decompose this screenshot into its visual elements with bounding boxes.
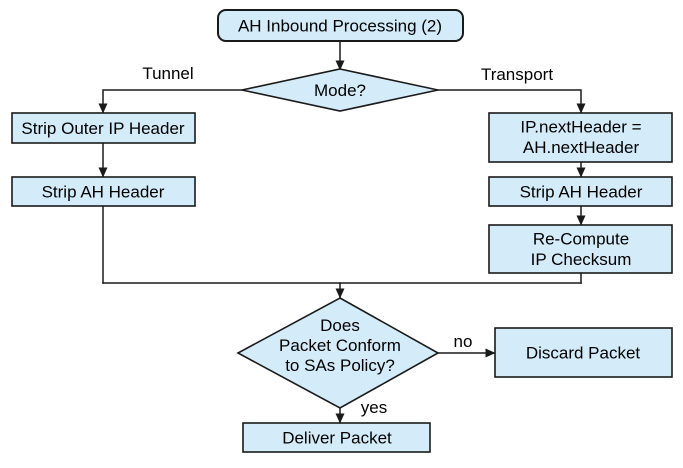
node-mode-decision: Mode? bbox=[241, 68, 439, 112]
recompute-checksum-box bbox=[488, 224, 673, 274]
policy-line3: to SAs Policy? bbox=[285, 356, 395, 375]
node-deliver-packet: Deliver Packet bbox=[242, 422, 431, 453]
strip-outer-ip-box bbox=[11, 112, 196, 144]
strip-ah-right-label: Strip AH Header bbox=[520, 183, 643, 202]
start-label: AH Inbound Processing (2) bbox=[238, 17, 442, 36]
node-discard-packet: Discard Packet bbox=[494, 327, 673, 378]
policy-diamond bbox=[236, 297, 440, 409]
yes-label: yes bbox=[361, 398, 387, 417]
no-label: no bbox=[454, 332, 473, 351]
deliver-packet-box bbox=[242, 422, 431, 453]
strip-ah-left-label: Strip AH Header bbox=[42, 183, 165, 202]
edge-labels: Tunnel Transport no yes bbox=[142, 64, 553, 417]
strip-outer-ip-label: Strip Outer IP Header bbox=[21, 119, 184, 138]
recompute-line1: Re-Compute bbox=[533, 230, 629, 249]
ip-next-header-line2: AH.nextHeader bbox=[523, 138, 640, 157]
recompute-line2: IP Checksum bbox=[531, 250, 632, 269]
tunnel-label: Tunnel bbox=[142, 64, 193, 83]
discard-packet-box bbox=[494, 327, 673, 378]
edges bbox=[98, 40, 586, 424]
discard-packet-label: Discard Packet bbox=[526, 344, 641, 363]
edge-mode-transport bbox=[437, 89, 586, 114]
node-policy-decision: Does Packet Conform to SAs Policy? bbox=[236, 297, 440, 409]
edge-mode-tunnel bbox=[98, 89, 243, 114]
ip-next-header-line1: IP.nextHeader = bbox=[520, 118, 641, 137]
mode-label: Mode? bbox=[314, 81, 366, 100]
node-recompute-checksum: Re-Compute IP Checksum bbox=[488, 224, 673, 274]
node-strip-ah-left: Strip AH Header bbox=[11, 176, 196, 207]
strip-ah-right-box bbox=[488, 176, 673, 207]
policy-line2: Packet Conform bbox=[279, 336, 401, 355]
node-ip-next-header: IP.nextHeader = AH.nextHeader bbox=[488, 112, 673, 163]
policy-line1: Does bbox=[320, 316, 360, 335]
node-strip-outer-ip: Strip Outer IP Header bbox=[11, 112, 196, 144]
node-strip-ah-right: Strip AH Header bbox=[488, 176, 673, 207]
strip-ah-left-box bbox=[11, 176, 196, 207]
start-box bbox=[217, 9, 464, 42]
mode-diamond bbox=[241, 68, 439, 112]
ip-next-header-box bbox=[488, 112, 673, 163]
transport-label: Transport bbox=[481, 65, 553, 84]
node-start: AH Inbound Processing (2) bbox=[217, 9, 464, 42]
deliver-packet-label: Deliver Packet bbox=[282, 429, 392, 448]
